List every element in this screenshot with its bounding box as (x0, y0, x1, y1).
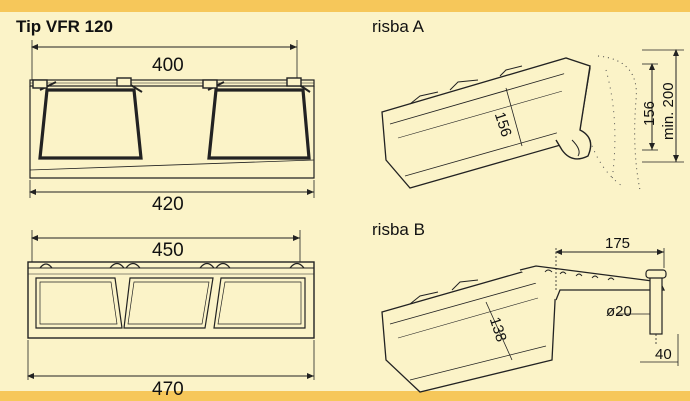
cell-3 (213, 277, 306, 329)
bottom-profile (27, 230, 315, 380)
dim-min200-label: min. 200 (660, 82, 677, 140)
dim-450-label: 450 (152, 240, 184, 261)
cell-2 (123, 277, 214, 329)
dim-40-label: 40 (655, 346, 672, 363)
detail-a-title: risba A (372, 17, 424, 36)
dim-400-label: 400 (152, 55, 184, 76)
dim-dia-label: ø20 (606, 303, 632, 320)
cell-1 (35, 277, 123, 329)
dim-175-label: 175 (605, 235, 631, 252)
right-frame (207, 88, 311, 160)
beam-body (27, 261, 315, 339)
detail-b-drawing (381, 248, 679, 393)
top-profile (29, 40, 315, 198)
dim-156-outer-label: 156 (641, 100, 658, 126)
detail-a-drawing (381, 49, 684, 191)
dim-420-label: 420 (152, 194, 184, 215)
dim-470-label: 470 (152, 379, 184, 400)
pin-b (649, 273, 663, 335)
base-rail (29, 86, 315, 179)
wall-stipple (597, 55, 641, 191)
page-title: Tip VFR 120 (16, 17, 113, 36)
detail-b-title: risba B (372, 220, 425, 239)
hook-a (555, 57, 592, 160)
beam-b (381, 267, 557, 393)
left-frame (38, 88, 143, 160)
